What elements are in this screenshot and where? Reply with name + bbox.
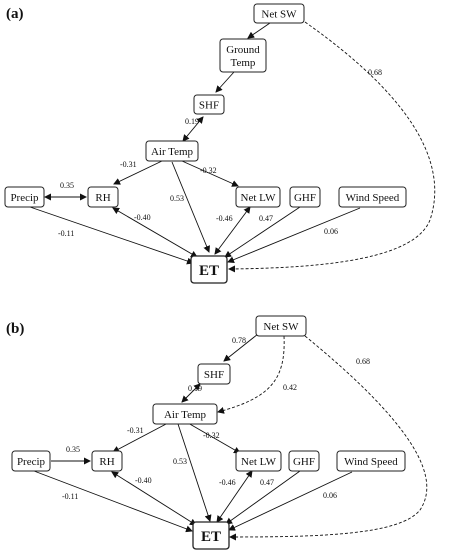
edge-airtemp-netlw	[181, 160, 239, 187]
edge-airtemp-et	[171, 161, 210, 253]
node-rh-label: RH	[95, 192, 110, 204]
edge-airtemp-netlw	[187, 422, 241, 454]
node-shf-label: SHF	[199, 100, 219, 112]
coef-airtemp-netlw: -0.32	[200, 166, 217, 175]
panel-a-edges	[29, 21, 436, 273]
node-ghf: GHF	[288, 450, 320, 472]
node-air-temp: Air Temp	[145, 140, 199, 162]
node-ground-temp: Ground Temp	[219, 38, 267, 73]
coef-netlw-et: -0.46	[219, 478, 236, 487]
node-net-sw-label: Net SW	[261, 9, 297, 21]
node-et-label: ET	[199, 263, 219, 279]
edge-netsw-groundtemp	[247, 22, 271, 39]
coef-airtemp-et: 0.53	[170, 194, 184, 203]
node-net-sw: Net SW	[253, 3, 305, 24]
edge-shf-airtemp	[181, 383, 201, 403]
node-net-lw-label: Net LW	[241, 192, 277, 204]
node-air-temp-label: Air Temp	[151, 146, 194, 158]
node-ground-temp-label-2: Temp	[231, 57, 256, 69]
coef-netlw-et: -0.46	[216, 214, 233, 223]
node-ghf: GHF	[289, 186, 321, 208]
node-rh: RH	[87, 186, 119, 208]
node-ghf-label: GHF	[294, 192, 316, 204]
node-precip-label: Precip	[17, 456, 46, 468]
coef-precip-rh: 0.35	[60, 181, 74, 190]
node-rh: RH	[91, 450, 123, 472]
node-net-lw-label: Net LW	[241, 456, 277, 468]
coef-airtemp-rh: -0.31	[127, 426, 144, 435]
coef-shf-airtemp: 0.19	[185, 117, 199, 126]
node-et: ET	[192, 521, 230, 550]
node-precip: Precip	[4, 186, 45, 208]
coef-windspeed-et: 0.06	[324, 227, 338, 236]
node-air-temp: Air Temp	[152, 403, 218, 425]
edge-shf-airtemp	[182, 116, 204, 142]
coef-netsw-et: 0.68	[368, 68, 382, 77]
node-net-lw: Net LW	[235, 186, 281, 208]
edge-netsw-shf	[223, 333, 259, 362]
edge-windspeed-et	[228, 471, 353, 531]
edge-netsw-et-dashed	[229, 335, 428, 541]
coef-netsw-shf: 0.78	[232, 336, 246, 345]
edge-ghf-et	[224, 206, 301, 258]
coef-airtemp-et: 0.53	[173, 457, 187, 466]
node-wind-speed: Wind Speed	[338, 186, 407, 208]
coef-rh-et: -0.40	[134, 213, 151, 222]
node-shf-label: SHF	[204, 369, 224, 381]
coef-shf-airtemp: 0.19	[188, 384, 202, 393]
node-et-label: ET	[201, 529, 221, 545]
node-precip: Precip	[11, 450, 51, 472]
edge-rh-et	[111, 471, 197, 526]
coef-netsw-airtemp: 0.42	[283, 383, 297, 392]
edge-precip-et	[29, 206, 194, 265]
coef-netsw-et: 0.68	[356, 357, 370, 366]
panel-b: (b) 0.78 0.19 0.42 0.68 -0.31 -0.32 0.35	[6, 315, 428, 550]
edge-ghf-et	[225, 470, 301, 525]
node-wind-speed: Wind Speed	[336, 450, 406, 472]
coef-precip-rh: 0.35	[66, 445, 80, 454]
node-shf: SHF	[193, 94, 225, 115]
edge-rh-et	[112, 207, 198, 258]
coef-airtemp-netlw: -0.32	[203, 431, 220, 440]
edge-precip-et	[33, 470, 193, 533]
panel-a: (a) 0.19 -0.31 -0.32 0.35 0.53 -0.40 -0.	[4, 3, 436, 284]
node-net-sw-label: Net SW	[263, 321, 299, 333]
panel-a-label: (a)	[6, 6, 24, 22]
edge-groundtemp-shf	[215, 71, 235, 93]
node-ghf-label: GHF	[293, 456, 315, 468]
node-rh-label: RH	[99, 456, 114, 468]
node-et: ET	[190, 255, 228, 284]
node-ground-temp-label-1: Ground	[226, 44, 260, 56]
panel-b-label: (b)	[6, 321, 24, 337]
coef-ghf-et: 0.47	[259, 214, 273, 223]
node-net-sw: Net SW	[255, 315, 307, 337]
edge-netlw-et	[214, 206, 251, 255]
node-air-temp-label: Air Temp	[164, 409, 207, 421]
edge-airtemp-rh	[112, 422, 169, 453]
coef-precip-et: -0.11	[62, 492, 78, 501]
node-precip-label: Precip	[10, 192, 39, 204]
coef-precip-et: -0.11	[58, 229, 74, 238]
coef-airtemp-rh: -0.31	[120, 160, 137, 169]
panel-b-coefficients: 0.78 0.19 0.42 0.68 -0.31 -0.32 0.35 0.5…	[62, 336, 370, 501]
node-wind-speed-label: Wind Speed	[346, 192, 400, 204]
coef-windspeed-et: 0.06	[323, 491, 337, 500]
edge-windspeed-et	[227, 207, 361, 263]
node-wind-speed-label: Wind Speed	[344, 456, 398, 468]
node-shf: SHF	[197, 363, 231, 385]
node-net-lw: Net LW	[235, 450, 282, 472]
edge-netlw-et	[216, 470, 253, 523]
edge-netsw-airtemp-dashed	[217, 335, 285, 414]
coef-rh-et: -0.40	[135, 476, 152, 485]
panel-b-edges	[33, 333, 428, 541]
panel-a-coefficients: 0.19 -0.31 -0.32 0.35 0.53 -0.40 -0.46 0…	[58, 68, 382, 238]
coef-ghf-et: 0.47	[260, 478, 274, 487]
edge-airtemp-rh	[113, 160, 163, 185]
